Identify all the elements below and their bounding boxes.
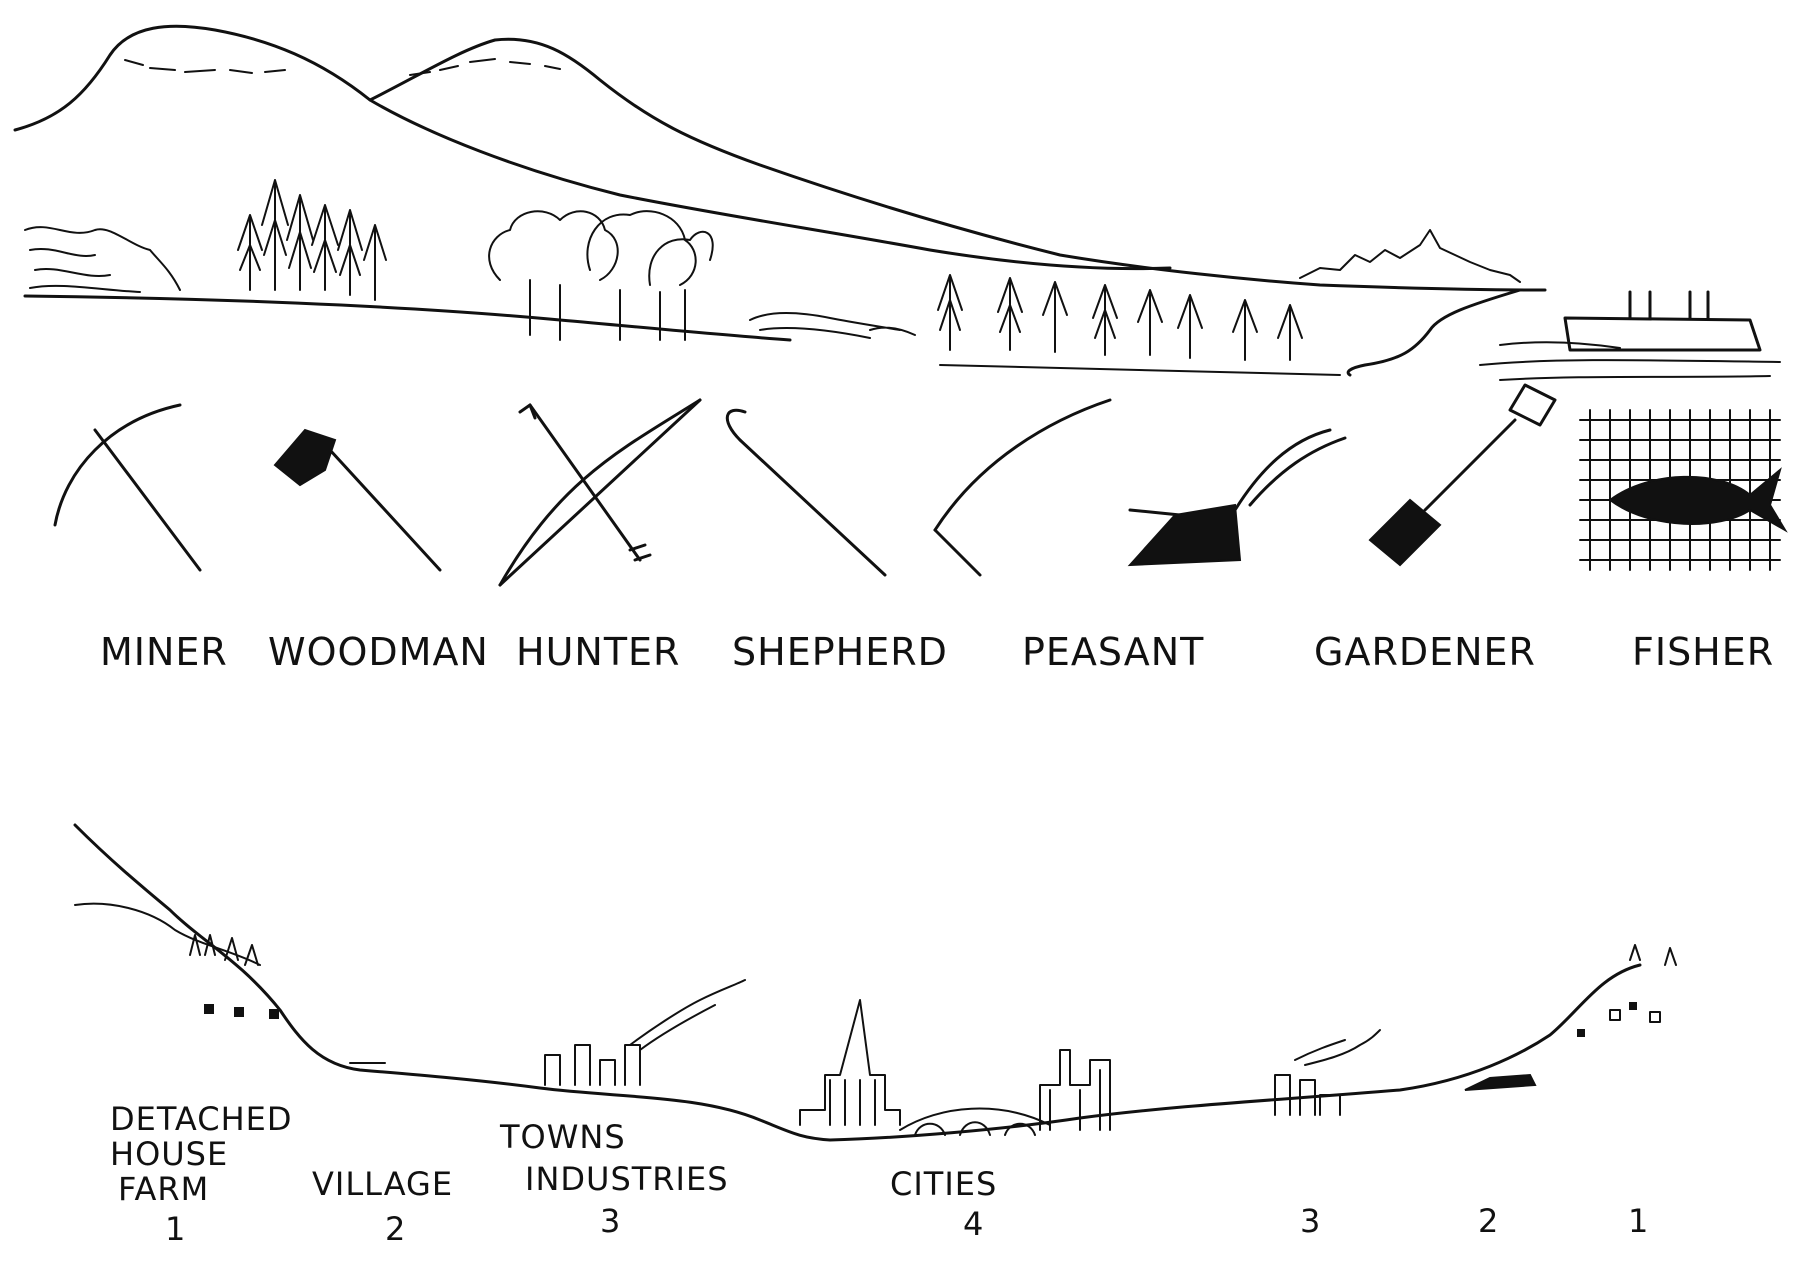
farm-marks xyxy=(189,934,386,1064)
mountain-ridge xyxy=(13,24,1547,292)
occupation-labels: MINER WOODMAN HUNTER SHEPHERD PEASANT GA… xyxy=(100,630,1774,674)
mountain-snow xyxy=(124,58,561,76)
coastline xyxy=(1346,288,1522,377)
plough-icon xyxy=(1127,428,1347,567)
label-shepherd: SHEPHERD xyxy=(732,630,948,674)
mountain-slope xyxy=(368,98,1172,271)
farm-right xyxy=(1577,944,1677,1037)
pickaxe-icon xyxy=(53,403,202,572)
label-towns: TOWNS xyxy=(499,1118,626,1156)
number-3-right: 3 xyxy=(1300,1202,1321,1240)
axe-icon xyxy=(273,428,442,572)
sea-waves xyxy=(1479,341,1781,381)
upper-slope xyxy=(74,902,261,966)
label-miner: MINER xyxy=(100,630,228,674)
industrial-town-right xyxy=(1274,1029,1381,1116)
section-labels: DETACHED HOUSE FARM 1 VILLAGE 2 TOWNS IN… xyxy=(110,1100,1649,1248)
scythe-icon xyxy=(933,398,1112,577)
tools-row xyxy=(53,383,1788,587)
coastal-town xyxy=(1299,229,1521,283)
label-detached: DETACHED xyxy=(110,1100,293,1138)
lowland-conifers xyxy=(937,274,1341,376)
bow-and-arrow-icon xyxy=(498,398,702,587)
number-3-left: 3 xyxy=(600,1202,621,1240)
ground-line xyxy=(23,294,792,342)
label-village: VILLAGE xyxy=(312,1165,453,1203)
label-industries: INDUSTRIES xyxy=(525,1160,729,1198)
industrial-town-left xyxy=(544,979,746,1086)
label-hunter: HUNTER xyxy=(516,630,680,674)
valley-line xyxy=(73,823,1642,1142)
label-fisher: FISHER xyxy=(1632,630,1774,674)
number-4: 4 xyxy=(963,1205,984,1243)
village-right xyxy=(1464,1073,1537,1091)
label-cities: CITIES xyxy=(890,1165,997,1203)
label-house: HOUSE xyxy=(110,1135,228,1173)
label-peasant: PEASANT xyxy=(1022,630,1204,674)
valley-profile xyxy=(73,823,1677,1142)
number-1-right: 1 xyxy=(1628,1202,1649,1240)
number-2-right: 2 xyxy=(1478,1202,1499,1240)
scrub xyxy=(24,226,181,293)
landscape xyxy=(13,24,1781,381)
label-woodman: WOODMAN xyxy=(268,630,489,674)
steamboat xyxy=(1563,290,1762,352)
conifer-stand xyxy=(237,179,387,301)
spade-icon xyxy=(1368,383,1557,567)
label-farm: FARM xyxy=(118,1170,209,1208)
deciduous-trees xyxy=(488,210,714,341)
number-2-left: 2 xyxy=(385,1210,406,1248)
pasture xyxy=(749,312,916,339)
number-1-left: 1 xyxy=(165,1210,186,1248)
net-and-fish-icon xyxy=(1579,409,1788,571)
city-center xyxy=(799,999,1111,1136)
crook-icon xyxy=(725,408,887,577)
label-gardener: GARDENER xyxy=(1314,630,1536,674)
